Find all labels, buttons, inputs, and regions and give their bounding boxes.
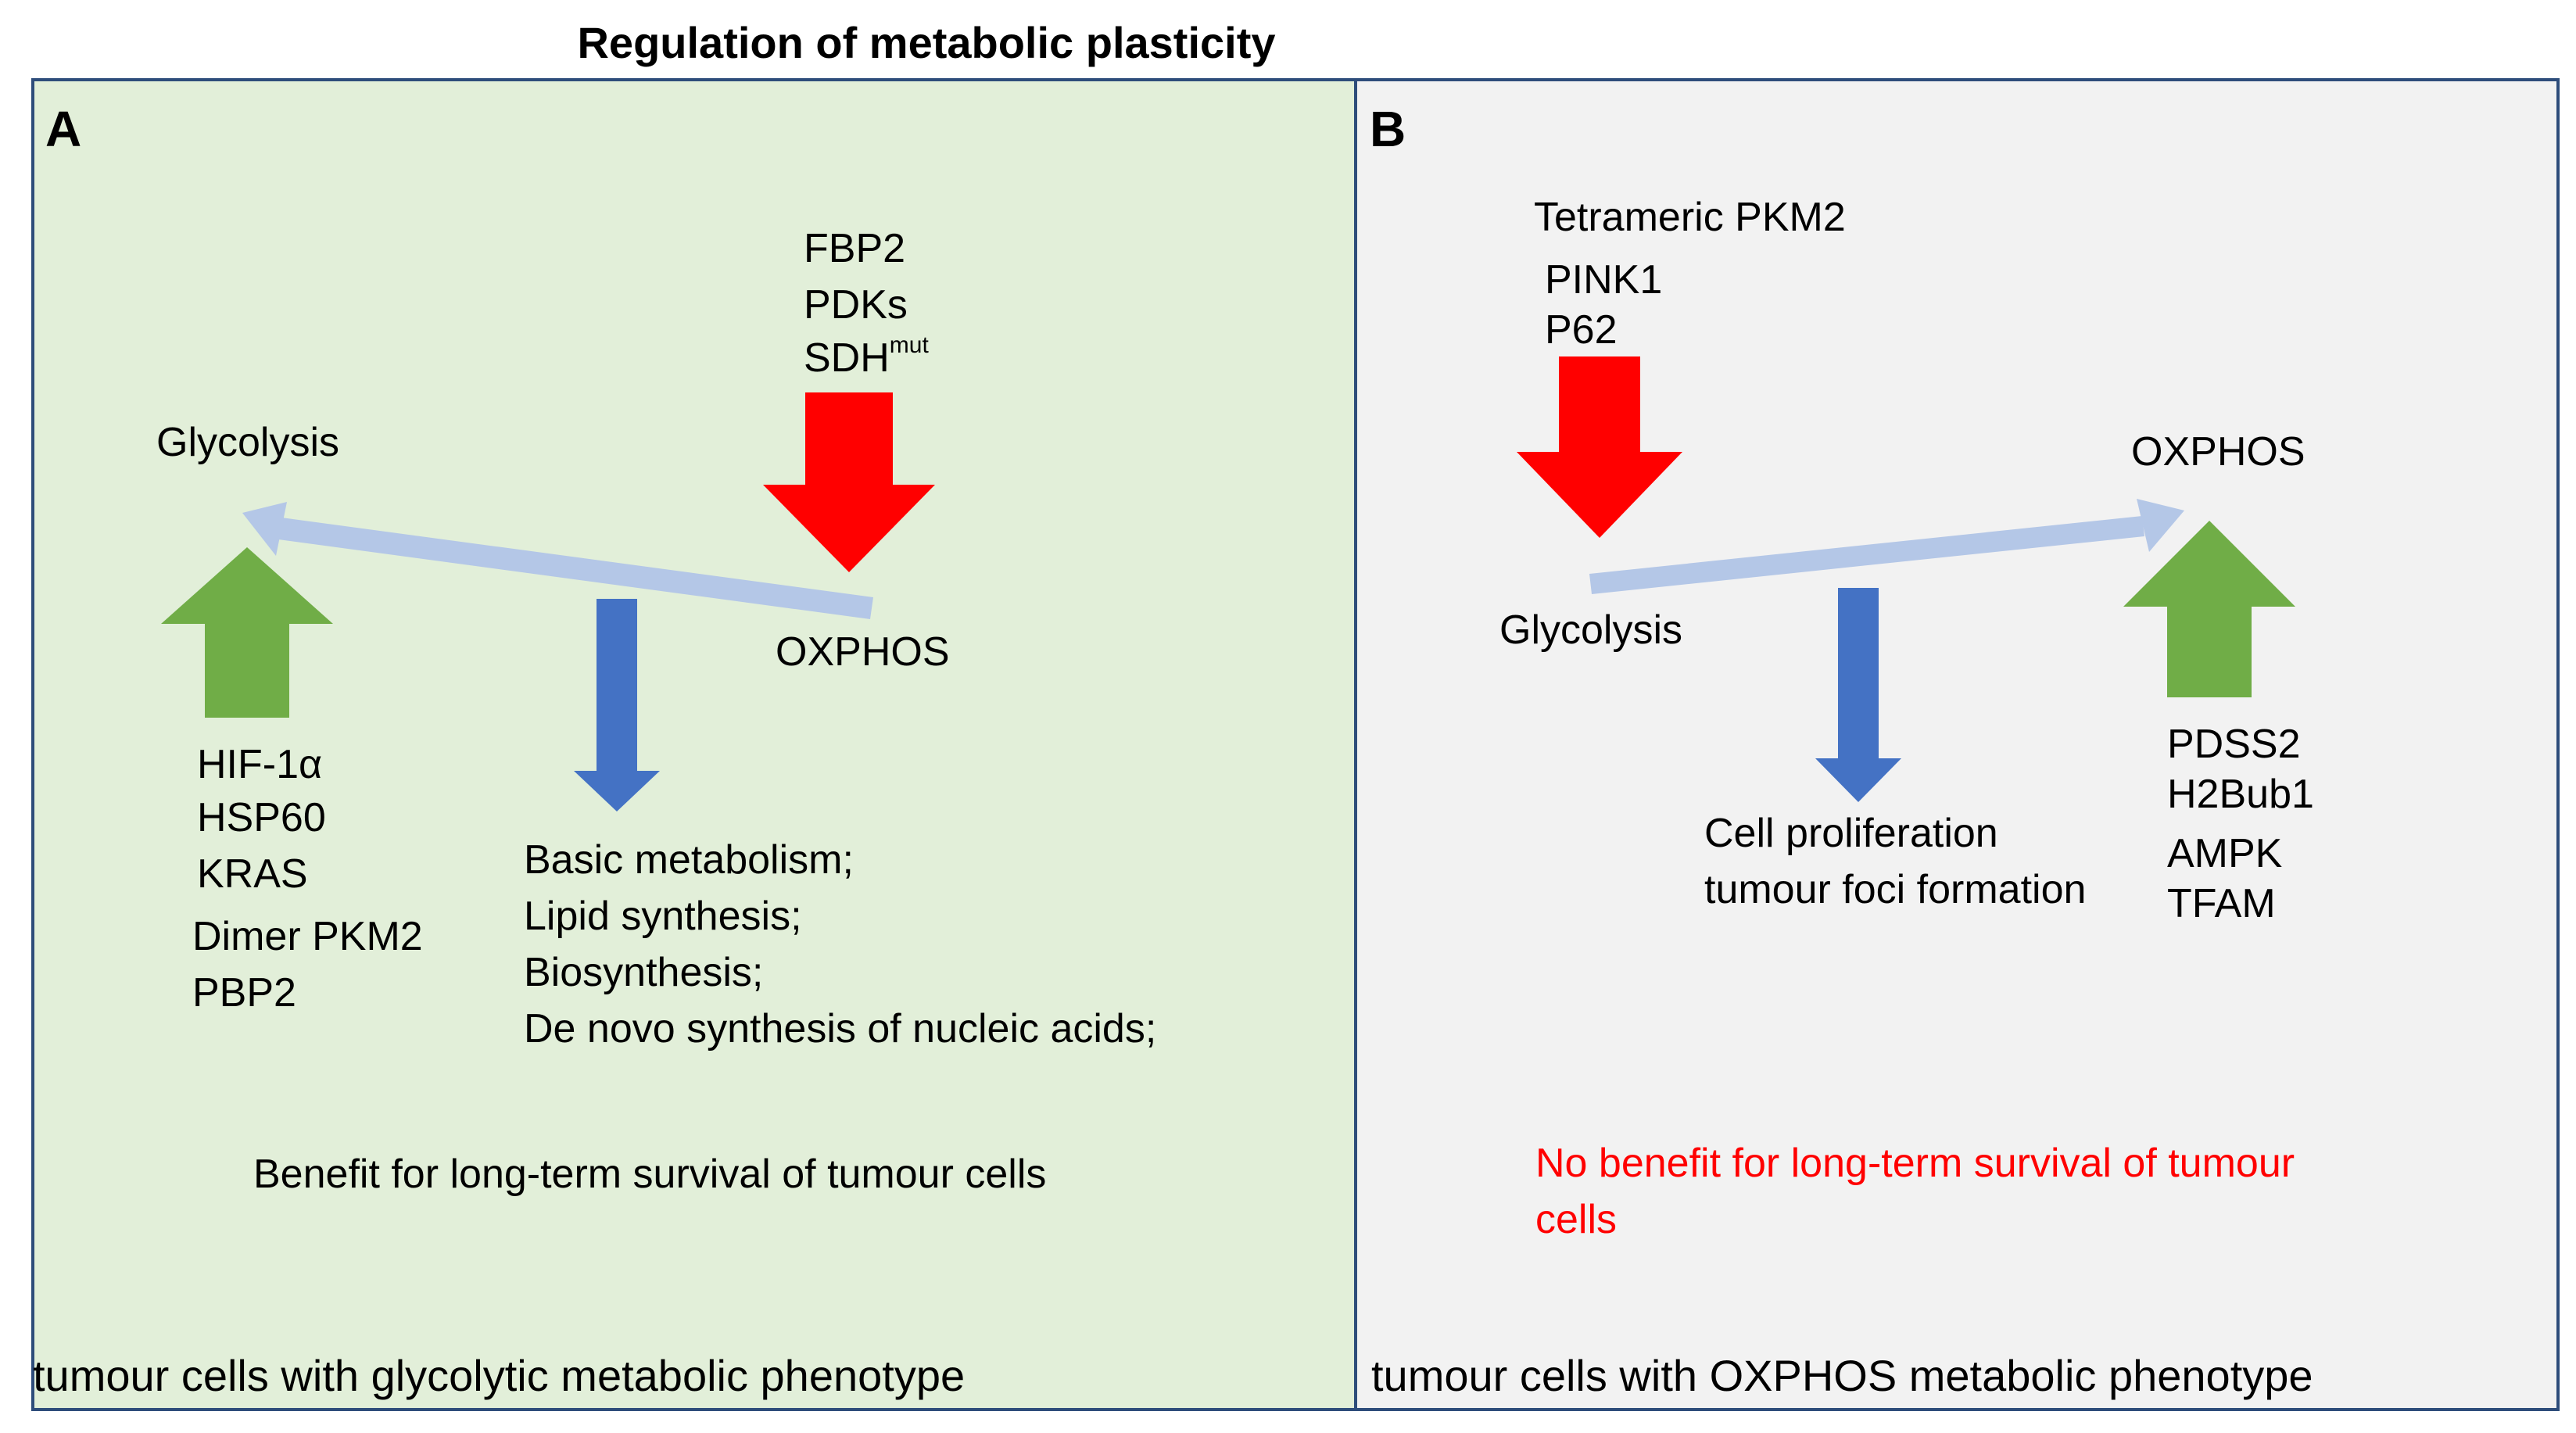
benefit-statement: Benefit for long-term survival of tumour… bbox=[253, 1152, 1047, 1197]
promoter-hif1a: HIF-1α bbox=[197, 742, 323, 787]
panel-b-letter: B bbox=[1370, 101, 1406, 157]
outcome-basic-metabolism: Basic metabolism; bbox=[524, 837, 854, 883]
metabolic-shift-arrow-icon bbox=[1589, 499, 2184, 594]
panel-glycolytic-phenotype bbox=[31, 78, 1357, 1411]
promoter-pbp2: PBP2 bbox=[192, 970, 296, 1016]
promoter-tfam: TFAM bbox=[2167, 881, 2276, 926]
promoter-h2bub1: H2Bub1 bbox=[2167, 772, 2314, 817]
outcome-cell-proliferation: Cell proliferation bbox=[1704, 811, 1998, 856]
metabolic-shift-arrow-icon bbox=[242, 502, 873, 619]
promoter-kras: KRAS bbox=[197, 851, 308, 897]
promoter-dimer-pkm2: Dimer PKM2 bbox=[192, 914, 423, 959]
sdh-superscript: mut bbox=[889, 332, 929, 358]
blue-down-arrow-icon bbox=[1815, 588, 1901, 802]
inhibitor-p62: P62 bbox=[1545, 307, 1618, 353]
panel-a-caption: tumour cells with glycolytic metabolic p… bbox=[33, 1351, 966, 1400]
inhibitor-pink1: PINK1 bbox=[1545, 257, 1663, 303]
label-glycolysis-a: Glycolysis bbox=[156, 420, 340, 465]
label-oxphos-a: OXPHOS bbox=[776, 629, 950, 675]
outcome-lipid-synthesis: Lipid synthesis; bbox=[524, 894, 802, 939]
outcome-de-novo-synthesis: De novo synthesis of nucleic acids; bbox=[524, 1006, 1157, 1051]
panel-oxphos-phenotype bbox=[1354, 78, 2560, 1411]
inhibitor-sdh: SDH bbox=[804, 335, 890, 381]
outcome-tumour-foci-formation: tumour foci formation bbox=[1704, 867, 2087, 912]
inhibitor-tetrameric-pkm2: Tetrameric PKM2 bbox=[1534, 195, 1846, 240]
panel-a-letter: A bbox=[45, 101, 82, 157]
green-up-arrow-icon bbox=[161, 547, 333, 718]
inhibitor-fbp2: FBP2 bbox=[804, 226, 906, 271]
label-glycolysis-b: Glycolysis bbox=[1499, 607, 1683, 653]
panel-b-caption: tumour cells with OXPHOS metabolic pheno… bbox=[1371, 1351, 2313, 1400]
promoter-hsp60: HSP60 bbox=[197, 795, 326, 840]
inhibitor-sdh-mut: SDHmut bbox=[804, 334, 929, 381]
outcome-biosynthesis: Biosynthesis; bbox=[524, 950, 764, 995]
no-benefit-statement-line2: cells bbox=[1535, 1197, 1618, 1242]
green-up-arrow-icon bbox=[2123, 521, 2295, 697]
promoter-ampk: AMPK bbox=[2167, 831, 2283, 876]
label-oxphos-b: OXPHOS bbox=[2131, 429, 2306, 475]
promoter-pdss2: PDSS2 bbox=[2167, 722, 2301, 767]
red-down-arrow-icon bbox=[763, 392, 935, 572]
diagram-title: Regulation of metabolic plasticity bbox=[577, 18, 1276, 67]
blue-down-arrow-icon bbox=[574, 599, 660, 811]
no-benefit-statement-line1: No benefit for long-term survival of tum… bbox=[1535, 1141, 2295, 1186]
inhibitor-pdks: PDKs bbox=[804, 282, 908, 328]
red-down-arrow-icon bbox=[1517, 356, 1682, 538]
